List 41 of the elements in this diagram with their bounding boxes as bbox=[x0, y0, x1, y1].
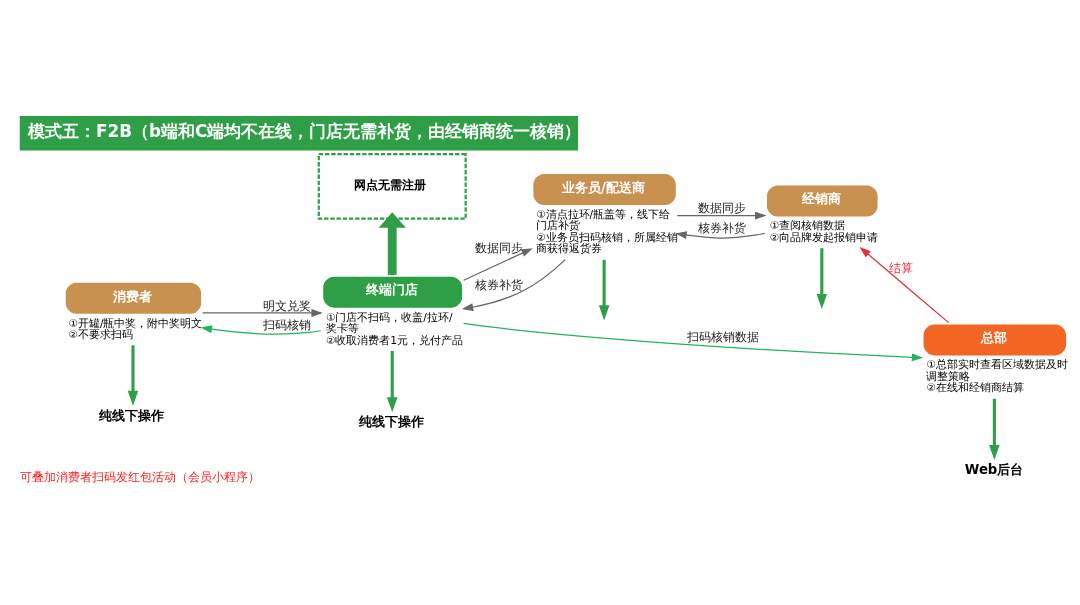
node-box: 消费者 bbox=[65, 282, 202, 314]
arrow bbox=[127, 344, 139, 406]
arrow bbox=[598, 259, 610, 320]
node-text: 纯线下操作 bbox=[99, 407, 165, 423]
node-label: ①清点拉环/瓶盖等，线下给门店补货 bbox=[536, 207, 671, 232]
edge-label: 明文兑奖 bbox=[263, 298, 312, 313]
edge-label: 结算 bbox=[888, 260, 913, 275]
node-text: Web后台 bbox=[964, 461, 1024, 477]
node-label: ①开罐/瓶中奖，附中奖明文 bbox=[68, 316, 203, 330]
node-label: ①门店不扫码，收盖/拉环/奖卡等 bbox=[325, 310, 453, 335]
node-box: 网点无需注册 bbox=[317, 152, 467, 220]
edge-label: 核券补货 bbox=[697, 220, 746, 235]
arrow bbox=[816, 247, 828, 309]
edge-label: 扫码核销数据 bbox=[686, 329, 759, 344]
edge-label: 数据同步 bbox=[475, 240, 524, 255]
arrow bbox=[201, 308, 323, 317]
node-box: 终端门店 bbox=[323, 276, 463, 308]
arrow bbox=[463, 247, 533, 281]
node-box: 经销商 bbox=[766, 185, 878, 216]
node-label: ②不要求扫码 bbox=[68, 327, 133, 341]
arrow bbox=[386, 350, 398, 412]
arrow bbox=[200, 324, 322, 335]
node-text: 纯线下操作 bbox=[358, 413, 424, 429]
node-label: ②业务员扫码核销，所属经销商获得返货券 bbox=[536, 230, 678, 255]
arrow bbox=[676, 211, 767, 220]
node-label: ②向品牌发起报销申请 bbox=[769, 230, 879, 244]
arrow bbox=[989, 398, 1000, 460]
edge-label: 核券补货 bbox=[475, 277, 524, 292]
arrow bbox=[859, 246, 950, 323]
label: 可叠加消费者扫码发红包活动（会员小程序） bbox=[19, 469, 260, 484]
arrow bbox=[462, 322, 924, 361]
edge-label: 数据同步 bbox=[697, 200, 746, 215]
diagram-title: 模式五：F2B（b端和C端均不在线，门店无需补货，由经销商统一核销） bbox=[28, 120, 582, 141]
arrow bbox=[378, 211, 406, 275]
arrow bbox=[461, 258, 566, 311]
node-box: 总部 bbox=[923, 323, 1067, 355]
arrow bbox=[675, 230, 766, 239]
node-box: 业务员/配送商 bbox=[533, 173, 676, 205]
node-label: ②收取消费者1元，兑付产品 bbox=[325, 333, 464, 347]
edge-label: 扫码核销 bbox=[263, 317, 312, 332]
node-label: ①查阅核销数据 bbox=[769, 218, 846, 232]
